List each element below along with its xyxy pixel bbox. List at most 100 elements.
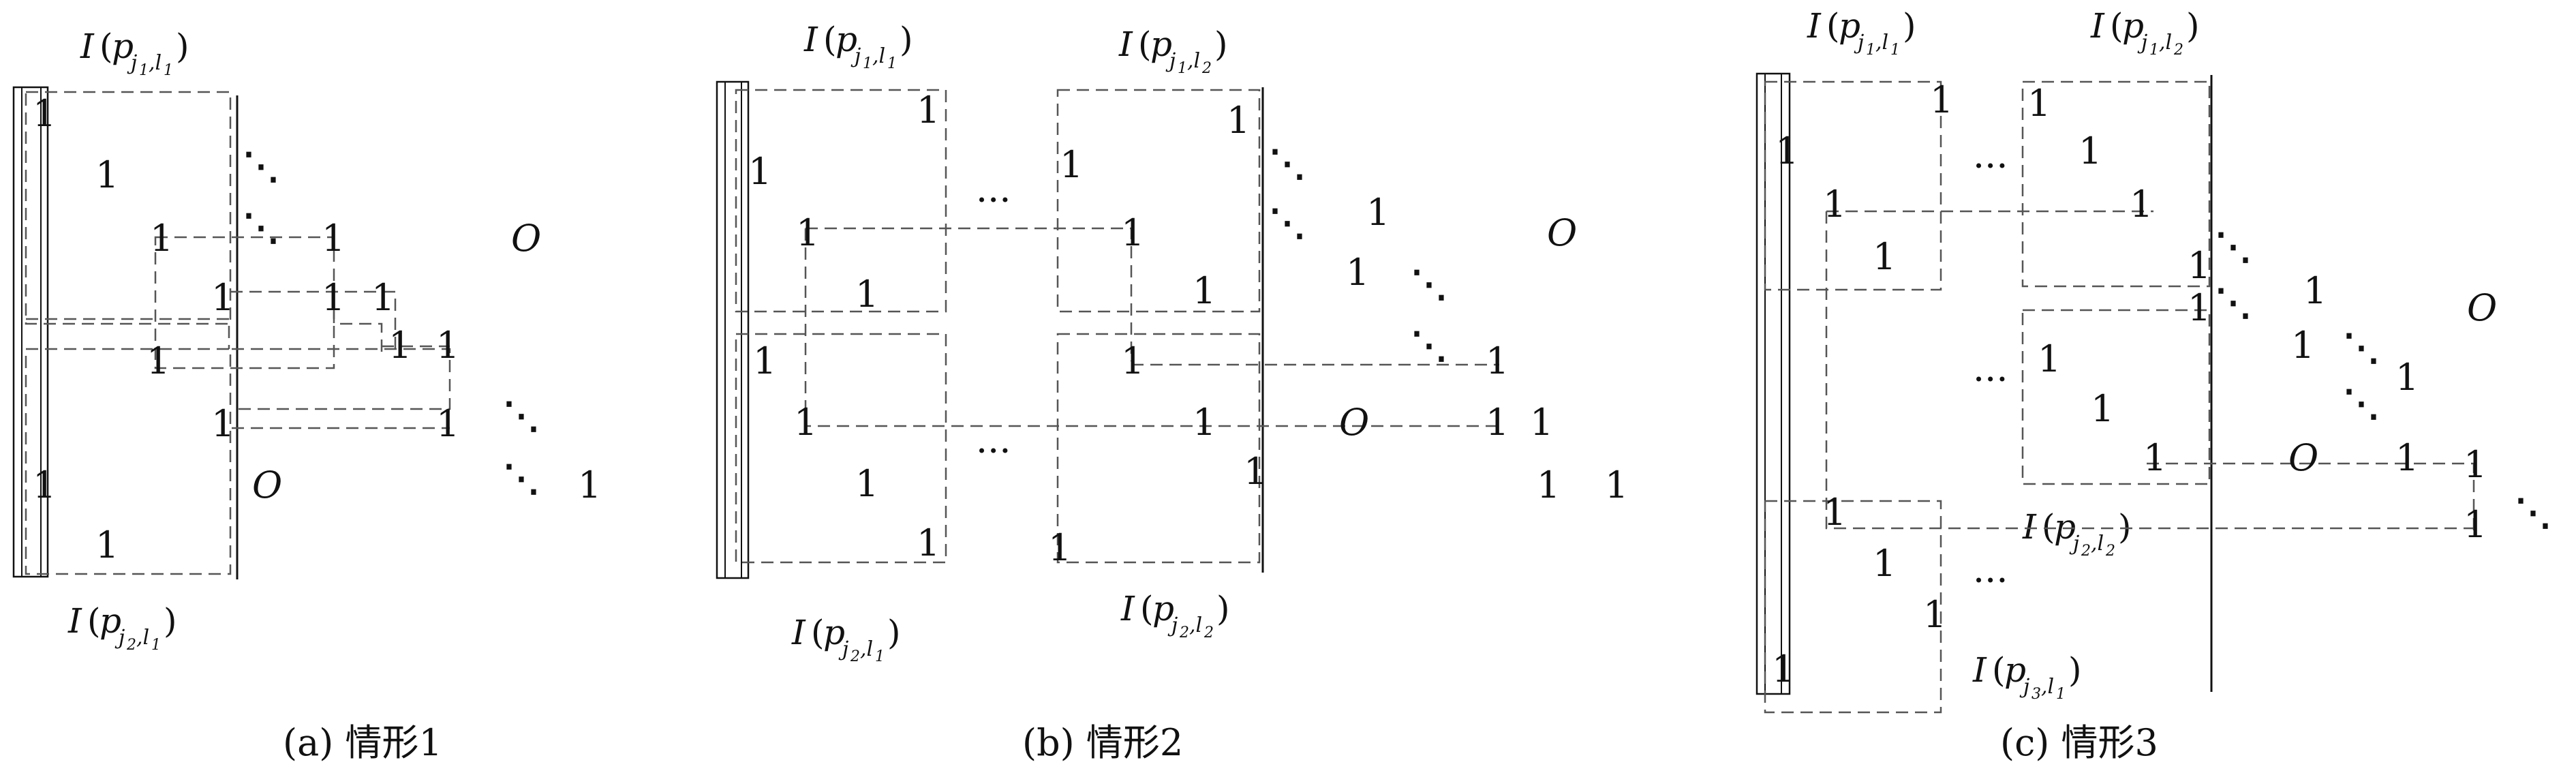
svg-text:⋱: ⋱ [1411,262,1447,305]
svg-text:1: 1 [2056,686,2066,703]
column-box-outer-b [716,80,750,579]
svg-text:1: 1 [1486,401,1509,444]
svg-text:···: ··· [976,179,1011,222]
svg-text:2: 2 [2081,543,2091,560]
svg-text:,l: ,l [860,637,873,661]
svg-text:1: 1 [2038,337,2061,380]
svg-text:I: I [1118,25,1133,64]
dashed-blocks-c [1764,80,2475,714]
panel-a: I ( p j 1 ,l 1 ) I ( p j 2 ,l 1 ) [12,27,601,764]
svg-text:1: 1 [95,153,119,196]
svg-text:···: ··· [1973,145,2008,187]
svg-text:···: ··· [1973,559,2008,602]
svg-text:1: 1 [2079,130,2102,172]
svg-text:2: 2 [2173,42,2183,59]
svg-text:(: ( [87,601,101,641]
svg-text:1: 1 [1366,191,1390,234]
svg-text:1: 1 [2395,436,2419,479]
svg-text:1: 1 [1227,99,1250,142]
svg-text:p: p [835,20,857,59]
svg-text:,l: ,l [2159,31,2172,55]
label-a-top: I ( p j 1 ,l 1 ) [80,27,189,79]
svg-text:p: p [2054,507,2076,547]
caption-a: (a) 情形1 [283,721,442,764]
svg-text:): ) [887,613,901,652]
svg-text:1: 1 [1605,464,1628,506]
svg-text:⋱: ⋱ [1411,323,1447,367]
svg-text:1: 1 [211,402,234,445]
svg-text:p: p [823,613,845,652]
column-box-inner-b [724,81,742,579]
svg-text:1: 1 [863,55,872,72]
svg-text:⋱: ⋱ [2343,325,2380,369]
svg-text:1: 1 [2188,244,2211,287]
svg-text:⋱: ⋱ [1269,200,1306,244]
svg-text:1: 1 [33,464,56,506]
svg-text:2: 2 [2105,543,2115,560]
svg-text:1: 1 [578,464,601,506]
svg-text:⋱: ⋱ [243,144,279,187]
svg-text:O: O [252,464,282,506]
entries-b: 1 1 1 1 1 1 1 1 1 1 1 1 1 1 1 1 1 1 1 1 … [748,89,1628,569]
label-b-bottom-right: I ( p j 2 ,l 2 ) [1120,589,1230,641]
svg-text:1: 1 [1486,339,1509,382]
svg-text:⋱: ⋱ [243,205,279,249]
svg-text:1: 1 [2464,443,2487,486]
svg-text:I: I [67,601,82,641]
label-c-top-left: I ( p j 1 ,l 1 ) [1807,6,1916,59]
svg-text:1: 1 [33,92,56,135]
svg-text:): ) [1216,589,1230,628]
svg-text:1: 1 [150,217,173,260]
svg-text:,l: ,l [872,44,885,68]
svg-text:p: p [2122,6,2144,46]
svg-text:(: ( [1138,25,1152,64]
svg-text:): ) [900,20,913,59]
svg-text:⋱: ⋱ [1269,141,1306,185]
svg-text:1: 1 [1244,450,1267,493]
svg-text:1: 1 [1121,211,1144,254]
svg-text:(: ( [811,613,825,652]
svg-text:1: 1 [855,273,878,316]
svg-text:1: 1 [95,524,119,566]
svg-text:1: 1 [164,62,173,79]
svg-text:1: 1 [875,648,885,665]
label-c-bottom: I ( p j 3 ,l 1 ) [1972,650,2082,703]
svg-text:1: 1 [151,637,161,654]
svg-text:I: I [791,613,806,652]
column-box-inner-a [21,87,42,577]
svg-text:1: 1 [1775,130,1798,172]
svg-text:1: 1 [2395,356,2419,399]
svg-text:O: O [1339,401,1369,444]
svg-text:): ) [1214,25,1228,64]
entries-a: 1 1 1 1 1 1 1 1 1 1 1 1 1 1 1 O O ⋱ ⋱ ⋱ … [33,92,601,566]
svg-text:,l: ,l [2091,532,2104,556]
svg-text:1: 1 [371,276,395,319]
svg-text:O: O [511,217,541,260]
svg-text:,l: ,l [1875,31,1888,55]
svg-text:p: p [1152,589,1174,628]
svg-text:1: 1 [1873,542,1896,585]
svg-text:p: p [112,27,134,66]
svg-text:1: 1 [1193,401,1216,444]
svg-text:1: 1 [1772,648,1795,691]
column-box-inner-c [1764,73,1782,695]
label-a-bottom: I ( p j 2 ,l 1 ) [67,601,177,654]
svg-text:(: ( [1140,589,1154,628]
svg-text:(: ( [99,27,113,66]
label-c-top-right: I ( p j 1 ,l 2 ) [2090,6,2200,59]
svg-text:⋱: ⋱ [2515,490,2551,534]
svg-text:1: 1 [436,402,459,445]
svg-text:2: 2 [850,648,860,665]
svg-text:···: ··· [976,429,1011,472]
svg-text:2: 2 [126,637,136,654]
svg-text:⋱: ⋱ [2343,381,2380,425]
caption-b: (b) 情形2 [1022,721,1183,764]
svg-text:2: 2 [1203,624,1214,641]
svg-text:1: 1 [436,324,459,367]
svg-text:⋱: ⋱ [503,456,540,500]
label-b-top-left: I ( p j 1 ,l 1 ) [803,20,913,72]
svg-text:1: 1 [322,276,345,319]
svg-text:1: 1 [855,462,878,505]
svg-text:(: ( [1992,650,2006,690]
svg-text:1: 1 [917,89,940,132]
